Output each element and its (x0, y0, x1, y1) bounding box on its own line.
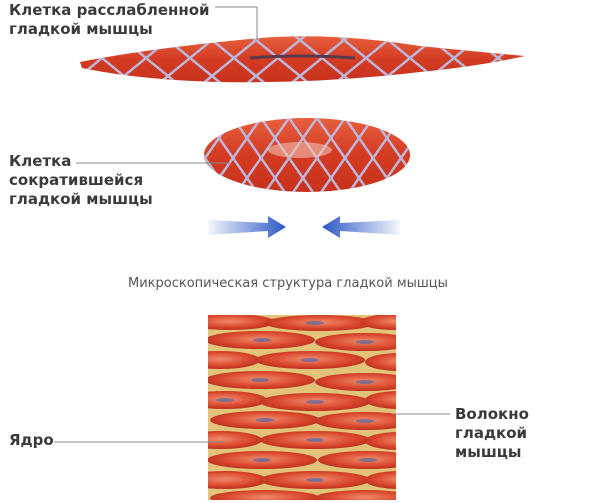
arrow-right-icon (208, 216, 286, 238)
relaxed-cell-label-line1: Клетка расслабленной (9, 1, 210, 19)
fiber-label-line1: Волокно гладкой (455, 405, 529, 442)
contracted-cell-label-line3: гладкой мышцы (9, 190, 153, 208)
contraction-arrows (208, 216, 400, 238)
contracted-cell-label-line2: сократившейся (9, 171, 144, 189)
nucleus-label: Ядро (9, 431, 54, 449)
relaxed-leader-line (215, 6, 258, 40)
fiber-label: Волокно гладкой мышцы (455, 405, 600, 462)
contracted-smooth-muscle-cell (204, 118, 410, 192)
contracted-nucleus (268, 142, 332, 158)
relaxed-smooth-muscle-cell (80, 36, 525, 83)
contracted-cell-label: Клетка сократившейся гладкой мышцы (9, 152, 153, 209)
relaxed-cell-label: Клетка расслабленной гладкой мышцы (9, 1, 210, 39)
micro-structure-tissue (208, 315, 396, 500)
contracted-cell-label-line1: Клетка (9, 152, 72, 170)
arrow-left-icon (322, 216, 400, 238)
relaxed-nucleus (249, 54, 356, 60)
nuclei (216, 321, 377, 482)
relaxed-cell-label-line2: гладкой мышцы (9, 20, 153, 38)
fiber-label-line2: мышцы (455, 443, 522, 461)
micro-structure-title: Микроскопическая структура гладкой мышцы (128, 276, 448, 291)
